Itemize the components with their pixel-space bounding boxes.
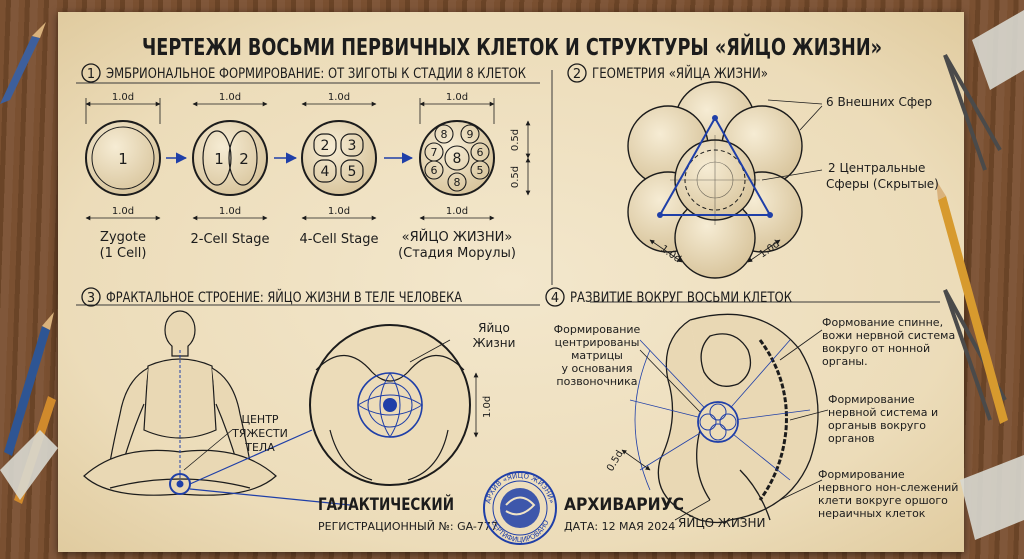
central-spheres-label: 2 Центральные [828,161,925,175]
section-4-number: 4 [551,291,559,306]
dev-right-line: органы. [822,355,868,368]
dev-left-line: позвоночника [556,375,637,388]
section-1-header: 1 ЭМБРИОНАЛЬНОЕ ФОРМИРОВАНИЕ: ОТ ЗИГОТЫ … [81,63,526,83]
archive-seal: АРХИВ «ЯЙЦО ЖИЗНИ» СЕРТИФИЦИРОВАНО [483,471,557,545]
cell-label: 2 [321,138,330,154]
section-frames [76,70,940,306]
section-2-number: 2 [573,67,581,82]
stage-captions: Zygote (1 Cell) 2-Cell Stage 4-Cell Stag… [100,229,516,261]
body-center-marker [169,350,351,506]
cell-label: 4 [321,164,330,180]
egg-of-life-label: ЯЙЦО ЖИЗНИ [678,515,766,530]
dim-label: 1.0d [328,92,350,103]
dim-label: 1.0d [328,206,350,217]
development-leaders [621,329,829,521]
egg-of-life-geometry [627,81,803,279]
dim-label: 1.0d [482,396,493,418]
dev-right-line: Формирование [828,393,915,406]
stage-sublabel: (Стадия Морулы) [398,246,516,261]
egg-of-life-center [697,401,739,443]
dev-right-line: органыв вокруго [828,419,926,432]
dim-label: 1.0d [112,92,134,103]
dim-label: 0.5d [605,449,626,474]
dim-label: 0.5d [510,129,521,151]
dev-right-line: Формирование [818,468,905,481]
footer-registration: РЕГИСТРАЦИОННЫЙ №: GA-777 [318,520,498,533]
cell-label: 8 [454,176,461,189]
dev-right-line: вокруго от нонной [822,342,930,355]
center-label: ТЕЛА [244,441,275,454]
section-3-header: 3 ФРАКТАЛЬНОЕ СТРОЕНИЕ: ЯЙЦО ЖИЗНИ В ТЕЛ… [81,287,462,307]
dim-label: 1.0d [446,92,468,103]
section-2-header: 2 ГЕОМЕТРИЯ «ЯЙЦА ЖИЗНИ» [567,63,768,83]
cell-label: 7 [431,146,438,159]
stage-label: «ЯЙЦО ЖИЗНИ» [402,229,513,245]
dev-right-line: нервного нон-слежений [818,481,958,494]
footer-archivist: АРХИВАРИУС [564,495,684,515]
cell-label: 2 [239,150,249,168]
cell-label: 6 [477,146,484,159]
stage-2-cell: 1 2 [192,120,268,196]
pencil-left [0,22,46,104]
ruler-right [0,10,1024,540]
section-1-title: ЭМБРИОНАЛЬНОЕ ФОРМИРОВАНИЕ: ОТ ЗИГОТЫ К … [106,66,526,82]
pencil-right [936,180,1008,424]
dev-right-line: клети вокруге оршого [818,494,948,507]
stage-egg-of-life: 8 9 7 8 6 6 5 8 [419,120,495,196]
dev-left-line: у основания [562,362,633,375]
stage-4-cell: 2 3 4 5 [301,120,377,196]
footer-galactic: ГАЛАКТИЧЕСКИЙ [318,493,454,515]
dev-left-line: матрицы [571,349,623,362]
dim-label: 1.0d [446,206,468,217]
section-3-number: 3 [87,291,95,306]
stage-sublabel: (1 Cell) [100,246,147,261]
dim-label: 1.0d [219,92,241,103]
section-4-title: РАЗВИТИЕ ВОКРУГ ВОСЬМИ КЛЕТОК [570,290,792,306]
dim-label: 1.0d [219,206,241,217]
dim-label: 1.0d [112,206,134,217]
page-title: ЧЕРТЕЖИ ВОСЬМИ ПЕРВИЧНЫХ КЛЕТОК И СТРУКТ… [142,33,882,61]
development-left-label: Формирование центрированы матрицы у осно… [554,323,641,388]
center-label: ТЯЖЕСТИ [231,427,288,440]
development-right-labels: Формование спинне, вожи нервной система … [818,316,958,520]
cell-label: 5 [348,164,357,180]
section-4-header: 4 РАЗВИТИЕ ВОКРУГ ВОСЬМИ КЛЕТОК [545,287,792,307]
cell-label: 9 [467,128,474,141]
stage-zygote: 1 [85,120,161,196]
outer-spheres-label: 6 Внешних Сфер [826,95,932,109]
section-2-title: ГЕОМЕТРИЯ «ЯЙЦА ЖИЗНИ» [592,64,768,82]
dev-right-line: вожи нервной система [822,329,955,342]
dim-label: 0.5d [510,166,521,188]
egg-label: Яйцо [478,321,510,335]
dimension-lines [85,98,531,221]
cell-label: 1 [118,150,128,168]
stage-label: Zygote [100,230,146,245]
central-spheres-sublabel: Сферы (Скрытые) [826,177,939,191]
geometry-leaders [649,99,823,263]
cell-label: 8 [441,128,448,141]
cell-label: 6 [431,164,438,177]
dimension-labels: 1.0d 1.0d 1.0d 1.0d 1.0d 1.0d 1.0d 1.0d … [112,92,521,217]
section-3-title: ФРАКТАЛЬНОЕ СТРОЕНИЕ: ЯЙЦО ЖИЗНИ В ТЕЛЕ … [106,288,462,306]
stage-label: 4-Cell Stage [300,232,379,247]
stage-label: 2-Cell Stage [191,232,270,247]
cell-label: 8 [453,151,462,167]
dev-right-line: нераичных клеток [818,507,926,520]
dev-right-line: органов [828,432,875,445]
dev-left-line: Формирование [554,323,641,336]
section-1-number: 1 [87,67,95,82]
pelvis-zoom-circle [309,324,479,486]
center-label: ЦЕНТР [241,413,278,426]
dev-right-line: Формование спинне, [822,316,943,329]
footer-date: ДАТА: 12 МАЯ 2024 [564,520,675,533]
dev-left-line: центрированы [555,336,640,349]
egg-label: Жизни [473,336,516,350]
dev-right-line: нервной система и [828,406,938,419]
cell-label: 3 [348,138,357,154]
cell-label: 1 [214,150,224,168]
cell-label: 5 [477,164,484,177]
